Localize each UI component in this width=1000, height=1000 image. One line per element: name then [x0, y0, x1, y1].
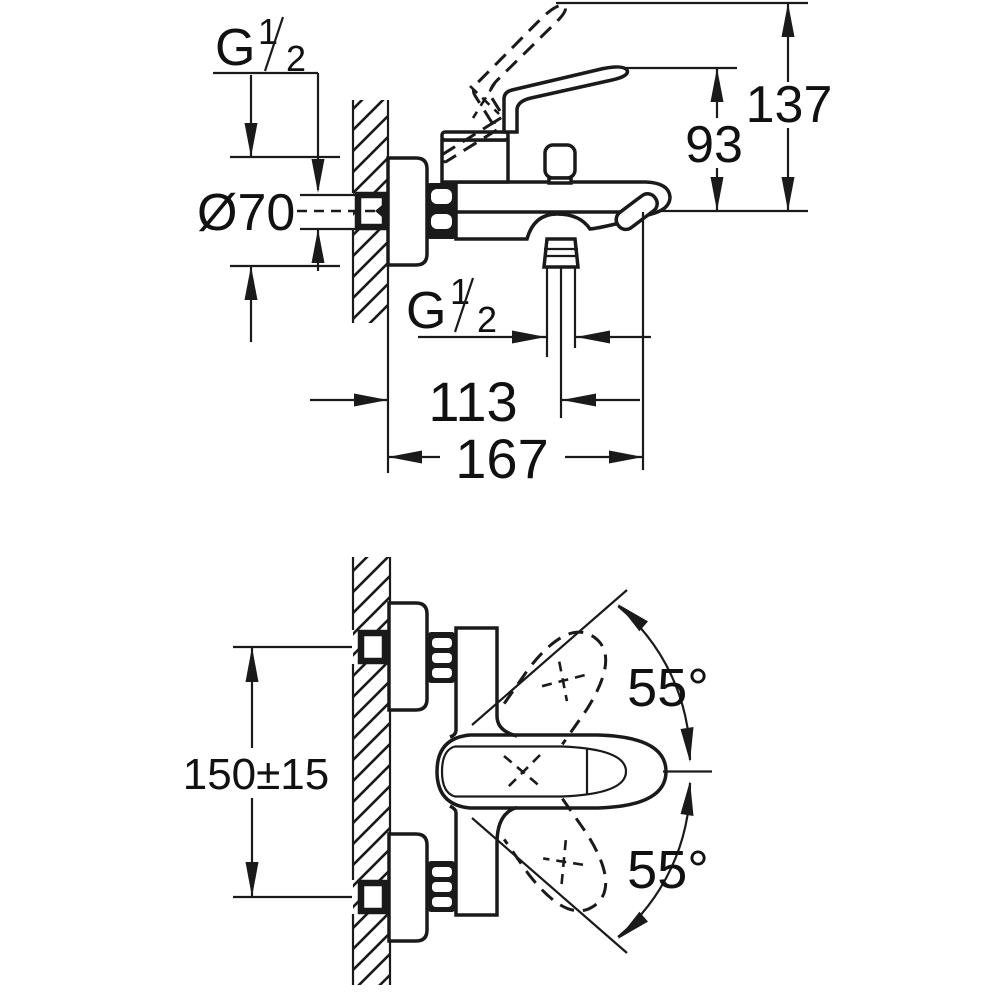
s-union-side [427, 183, 456, 239]
cartridge-housing [440, 138, 510, 184]
svg-text:137: 137 [746, 76, 833, 134]
svg-text:55°: 55° [627, 658, 709, 718]
body-lever-fillets [449, 715, 518, 844]
svg-text:93: 93 [685, 116, 743, 174]
supply-socket-top [357, 629, 389, 665]
lever-ghost-down [502, 797, 608, 913]
side-view: G 1 2 Ø70 93 [197, 1, 833, 490]
supply-socket-bottom [357, 879, 389, 915]
dim-label: G [215, 19, 255, 77]
escutcheon-top [387, 601, 429, 712]
lever-handle-side [502, 65, 630, 134]
handle-cap [440, 130, 510, 142]
dim-spout-projection-167: 167 [388, 212, 645, 490]
mixer-body-front [454, 626, 499, 917]
dim-escutcheon-diameter: Ø70 [197, 75, 340, 342]
shower-hose-connection [542, 237, 580, 418]
wall-supply-connection [297, 191, 393, 231]
dim-connection-spacing: 150±15 [183, 645, 352, 899]
svg-text:1: 1 [258, 11, 278, 52]
diverter-knob-neck [547, 176, 573, 185]
svg-text:55°: 55° [627, 840, 709, 900]
s-union-bottom [428, 861, 455, 912]
dim-thread-shower: G 1 2 [406, 271, 651, 344]
lever-inner-contour [440, 745, 628, 798]
s-union-top [428, 632, 455, 683]
union-cone-tip [375, 200, 388, 222]
diverter-knob [543, 143, 577, 180]
wall-hatching [353, 557, 390, 985]
pivot-cross-front [503, 754, 543, 790]
svg-text:167: 167 [455, 427, 548, 490]
dim-lever-raised-137: 137 [556, 1, 833, 211]
svg-text:Ø70: Ø70 [197, 184, 295, 242]
escutcheon-bottom [387, 832, 429, 943]
dim-thread-wall: G 1 2 [213, 11, 357, 271]
pivot-cross-mark [469, 82, 500, 119]
svg-text:G: G [406, 282, 446, 340]
lever-ghost-up [502, 630, 608, 746]
svg-text:1: 1 [450, 271, 470, 312]
dim-shower-offset-113: 113 [310, 370, 640, 433]
svg-text:150±15: 150±15 [183, 750, 330, 799]
svg-text:2: 2 [477, 299, 497, 340]
svg-text:113: 113 [428, 370, 517, 433]
dim-lever-height-93: 93 [623, 66, 808, 213]
dim-swivel-angles: 55° 55° [471, 589, 712, 954]
svg-text:2: 2 [286, 38, 306, 79]
escutcheon-side [386, 156, 429, 267]
wall-section-front [351, 557, 392, 985]
wall-section-side [351, 100, 390, 473]
front-view: 55° 55° 150±15 [183, 557, 712, 985]
